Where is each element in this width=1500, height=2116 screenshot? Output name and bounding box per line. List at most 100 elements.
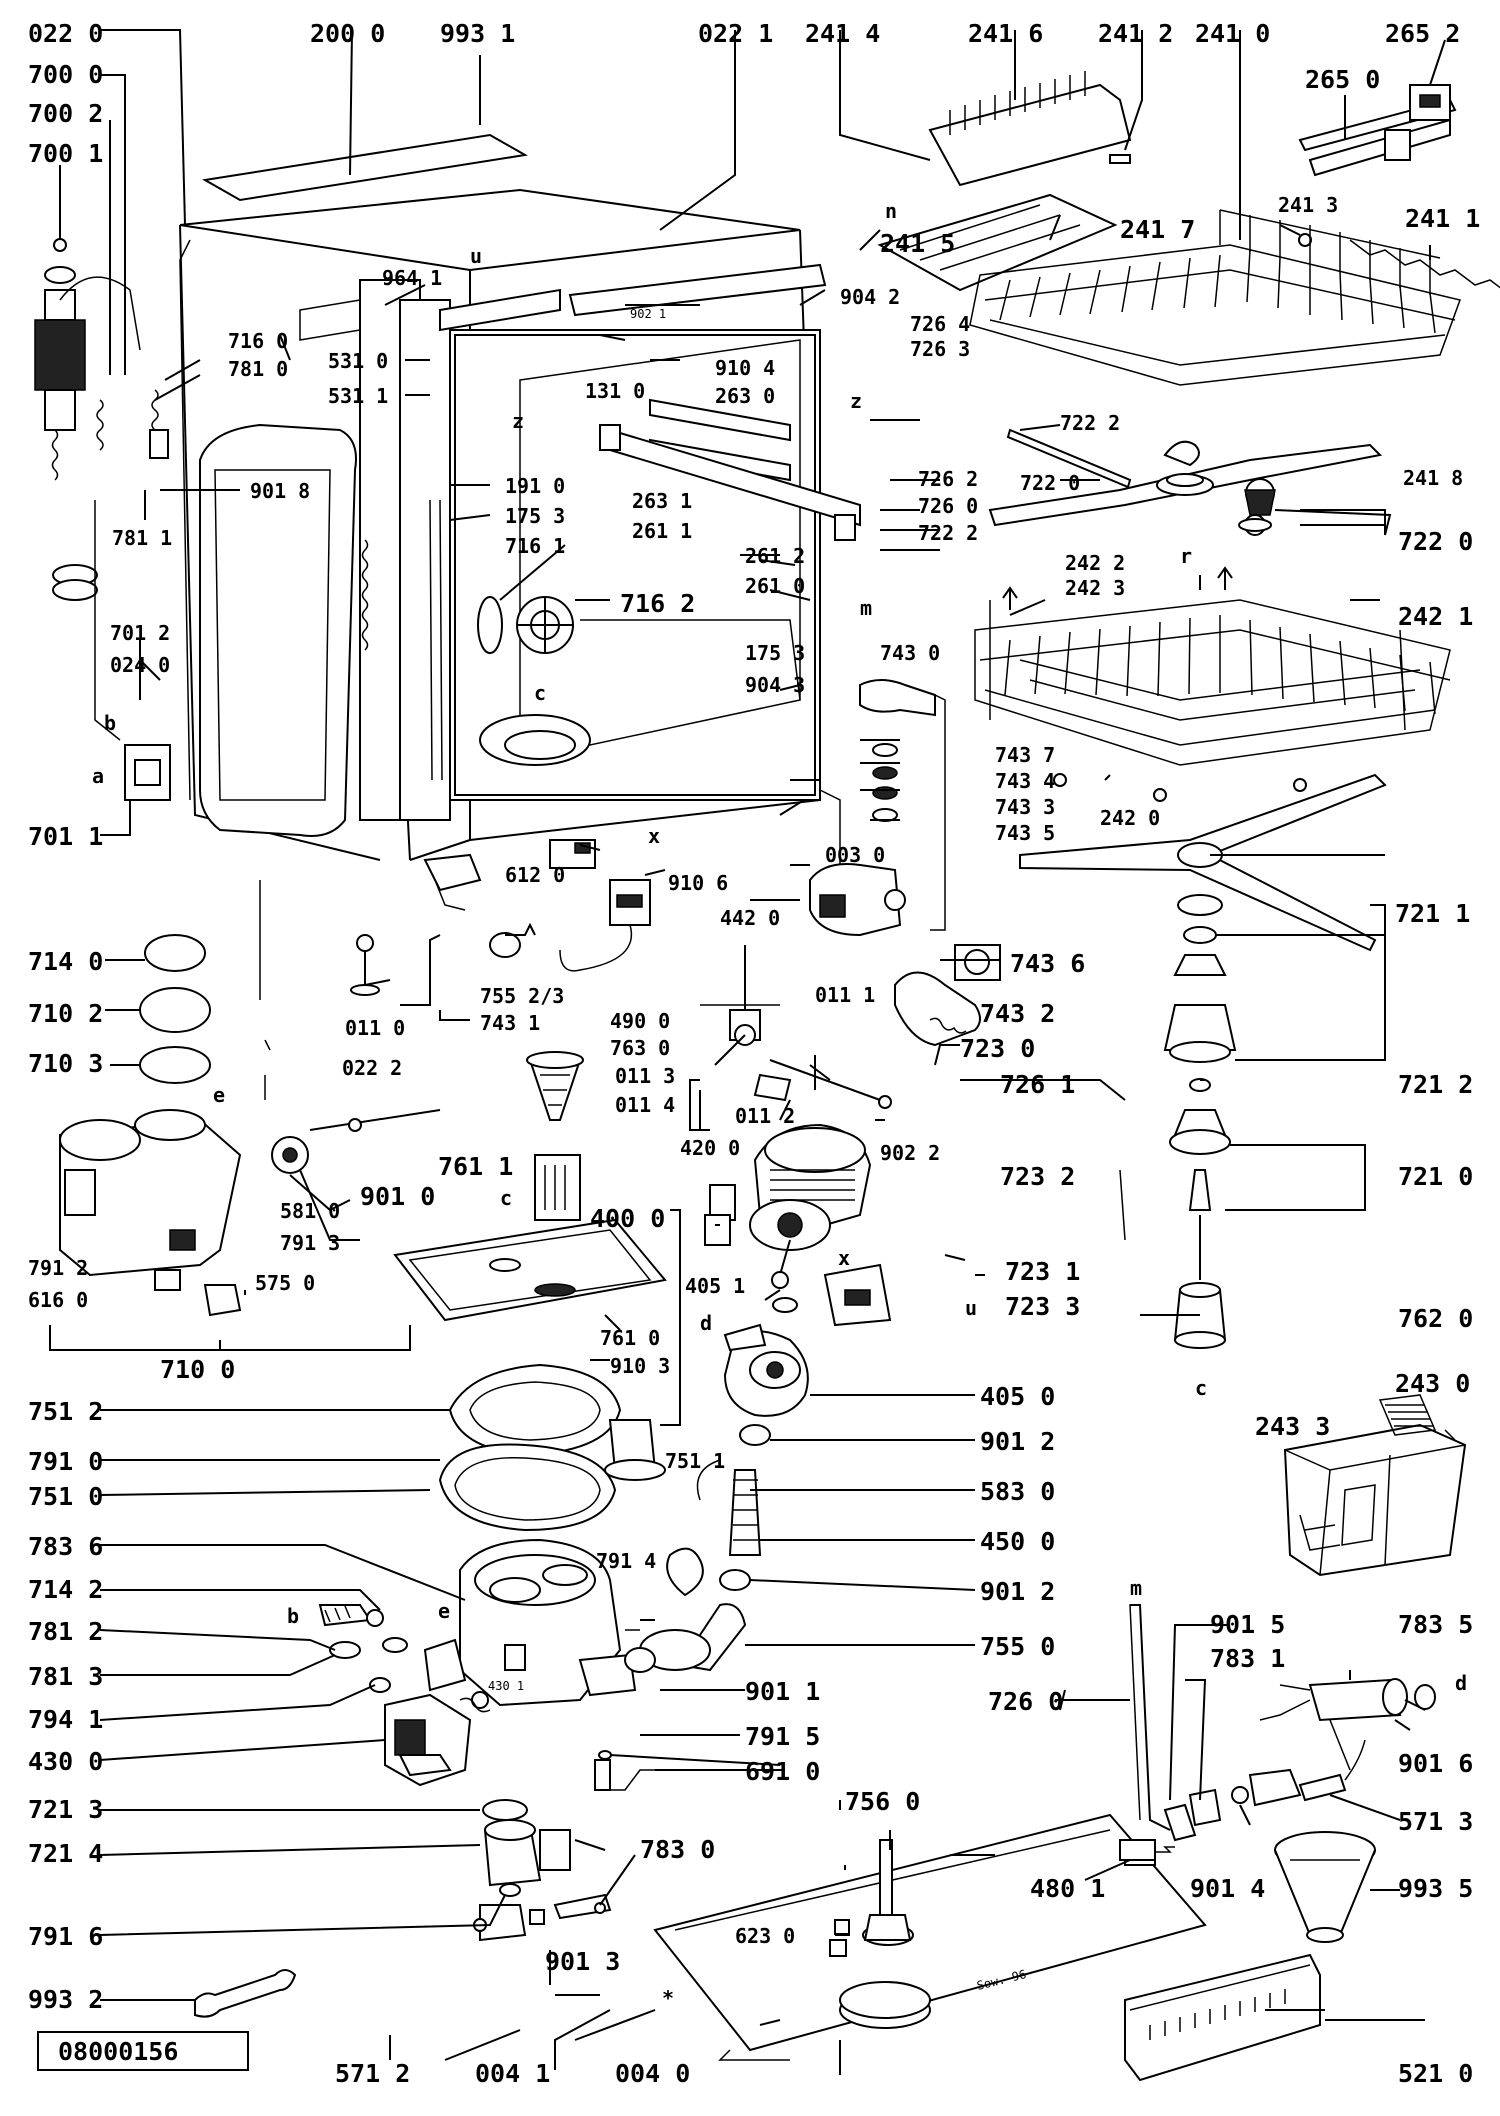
callout-405-0: 405 0 <box>980 1382 1055 1411</box>
callout-710-2: 710 2 <box>28 999 103 1028</box>
callout-723-0: 723 0 <box>960 1034 1035 1063</box>
callout-243-0: 243 0 <box>1395 1369 1470 1398</box>
callout-531-1: 531 1 <box>328 384 388 408</box>
callout-691-0: 691 0 <box>745 1757 820 1786</box>
callout-993-2: 993 2 <box>28 1985 103 2014</box>
callout-263-1: 263 1 <box>632 489 692 513</box>
callout-241-5: 241 5 <box>880 229 955 258</box>
callout-024-0: 024 0 <box>110 653 170 677</box>
callout-722-2a: 722 2 <box>918 521 978 545</box>
lower-basket <box>974 599 1451 802</box>
callout-022-1: 022 1 <box>698 19 773 48</box>
callout-721-1: 721 1 <box>1395 899 1470 928</box>
top-strip-part <box>202 133 528 202</box>
callout-700-1: 700 1 <box>28 139 103 168</box>
callout-420-0: 420 0 <box>680 1136 740 1160</box>
callout-783-5: 783 5 <box>1398 1610 1473 1639</box>
callout-242-0: 242 0 <box>1100 806 1160 830</box>
callout-714-2: 714 2 <box>28 1575 103 1604</box>
callout-743-3: 743 3 <box>995 795 1055 819</box>
callout-400-0: 400 0 <box>590 1204 665 1233</box>
pump-motor <box>704 1123 892 1327</box>
callout-716-0: 716 0 <box>228 329 288 353</box>
callout-791-3: 791 3 <box>280 1231 340 1255</box>
callout-964-1: 964 1 <box>382 266 442 290</box>
callout-901-6: 901 6 <box>1398 1749 1473 1778</box>
callout-241-6: 241 6 <box>968 19 1043 48</box>
callout-430-1: 430 1 <box>488 1679 524 1693</box>
callout-011-0: 011 0 <box>345 1016 405 1040</box>
illustration <box>34 71 1500 2082</box>
marker-m2: m <box>1130 1576 1142 1600</box>
callout-623-0: 623 0 <box>735 1924 795 1948</box>
callout-751-0: 751 0 <box>28 1482 103 1511</box>
callout-902-2: 902 2 <box>880 1141 940 1165</box>
callout-904-3: 904 3 <box>745 673 805 697</box>
leader-lines <box>49 29 1446 2075</box>
callout-011-1: 011 1 <box>815 983 875 1007</box>
marker-c2: c <box>500 1186 512 1210</box>
callout-721-3: 721 3 <box>28 1795 103 1824</box>
callout-571-3: 571 3 <box>1398 1807 1473 1836</box>
marker-star: * <box>662 1986 674 2010</box>
callout-722-2b: 722 2 <box>1060 411 1120 435</box>
callout-480-1: 480 1 <box>1030 1874 1105 1903</box>
callout-261-0: 261 0 <box>745 574 805 598</box>
callout-783-1: 783 1 <box>1210 1644 1285 1673</box>
marker-x2: x <box>838 1246 850 1270</box>
callout-011-3: 011 3 <box>615 1064 675 1088</box>
callout-581-0: 581 0 <box>280 1199 340 1223</box>
callout-612-0: 612 0 <box>505 863 565 887</box>
marker-b2: b <box>287 1604 299 1628</box>
marker-u: u <box>470 244 482 268</box>
callout-430-0: 430 0 <box>28 1747 103 1776</box>
marker-c3: c <box>1195 1376 1207 1400</box>
callout-241-2: 241 2 <box>1098 19 1173 48</box>
callout-904-2: 904 2 <box>840 285 900 309</box>
callout-442-0: 442 0 <box>720 906 780 930</box>
callout-004-1: 004 1 <box>475 2059 550 2088</box>
callout-723-3: 723 3 <box>1005 1292 1080 1321</box>
callout-791-4: 791 4 <box>596 1549 656 1573</box>
callout-791-2: 791 2 <box>28 1256 88 1280</box>
callout-993-5: 993 5 <box>1398 1874 1473 1903</box>
callout-901-2a: 901 2 <box>980 1427 1055 1456</box>
callout-743-4: 743 4 <box>995 769 1055 793</box>
callout-242-3: 242 3 <box>1065 576 1125 600</box>
callout-011-2: 011 2 <box>735 1104 795 1128</box>
cutlery-basket <box>1283 1394 1467 1577</box>
callout-743-2: 743 2 <box>980 999 1055 1028</box>
upper-basket <box>969 209 1461 386</box>
marker-x: x <box>648 824 660 848</box>
callout-910-6: 910 6 <box>668 871 728 895</box>
callout-743-7: 743 7 <box>995 743 1055 767</box>
callout-175-3b: 175 3 <box>745 641 805 665</box>
cabinet-frame <box>179 188 841 905</box>
callout-781-0: 781 0 <box>228 357 288 381</box>
callout-265-2: 265 2 <box>1385 19 1460 48</box>
callout-791-6: 791 6 <box>28 1922 103 1951</box>
callout-405-1: 405 1 <box>685 1274 745 1298</box>
callout-583-0: 583 0 <box>980 1477 1055 1506</box>
callout-791-0: 791 0 <box>28 1447 103 1476</box>
callout-794-1: 794 1 <box>28 1705 103 1734</box>
callout-261-2: 261 2 <box>745 544 805 568</box>
callout-902-1: 902 1 <box>630 307 666 321</box>
marker-d2: d <box>1455 1671 1467 1695</box>
callout-726-0a: 726 0 <box>918 494 978 518</box>
callout-242-1: 242 1 <box>1398 602 1473 631</box>
callout-901-3: 901 3 <box>545 1947 620 1976</box>
callout-531-0: 531 0 <box>328 349 388 373</box>
callout-726-2: 726 2 <box>918 467 978 491</box>
callout-241-3: 241 3 <box>1278 193 1338 217</box>
callout-701-2: 701 2 <box>110 621 170 645</box>
callout-901-4: 901 4 <box>1190 1874 1265 1903</box>
callout-701-1: 701 1 <box>28 822 103 851</box>
callout-751-1: 751 1 <box>665 1449 725 1473</box>
marker-b: b <box>104 711 116 735</box>
callout-910-3: 910 3 <box>610 1354 670 1378</box>
callout-242-2: 242 2 <box>1065 551 1125 575</box>
marker-r: r <box>1180 544 1192 568</box>
callout-781-1: 781 1 <box>112 526 172 550</box>
